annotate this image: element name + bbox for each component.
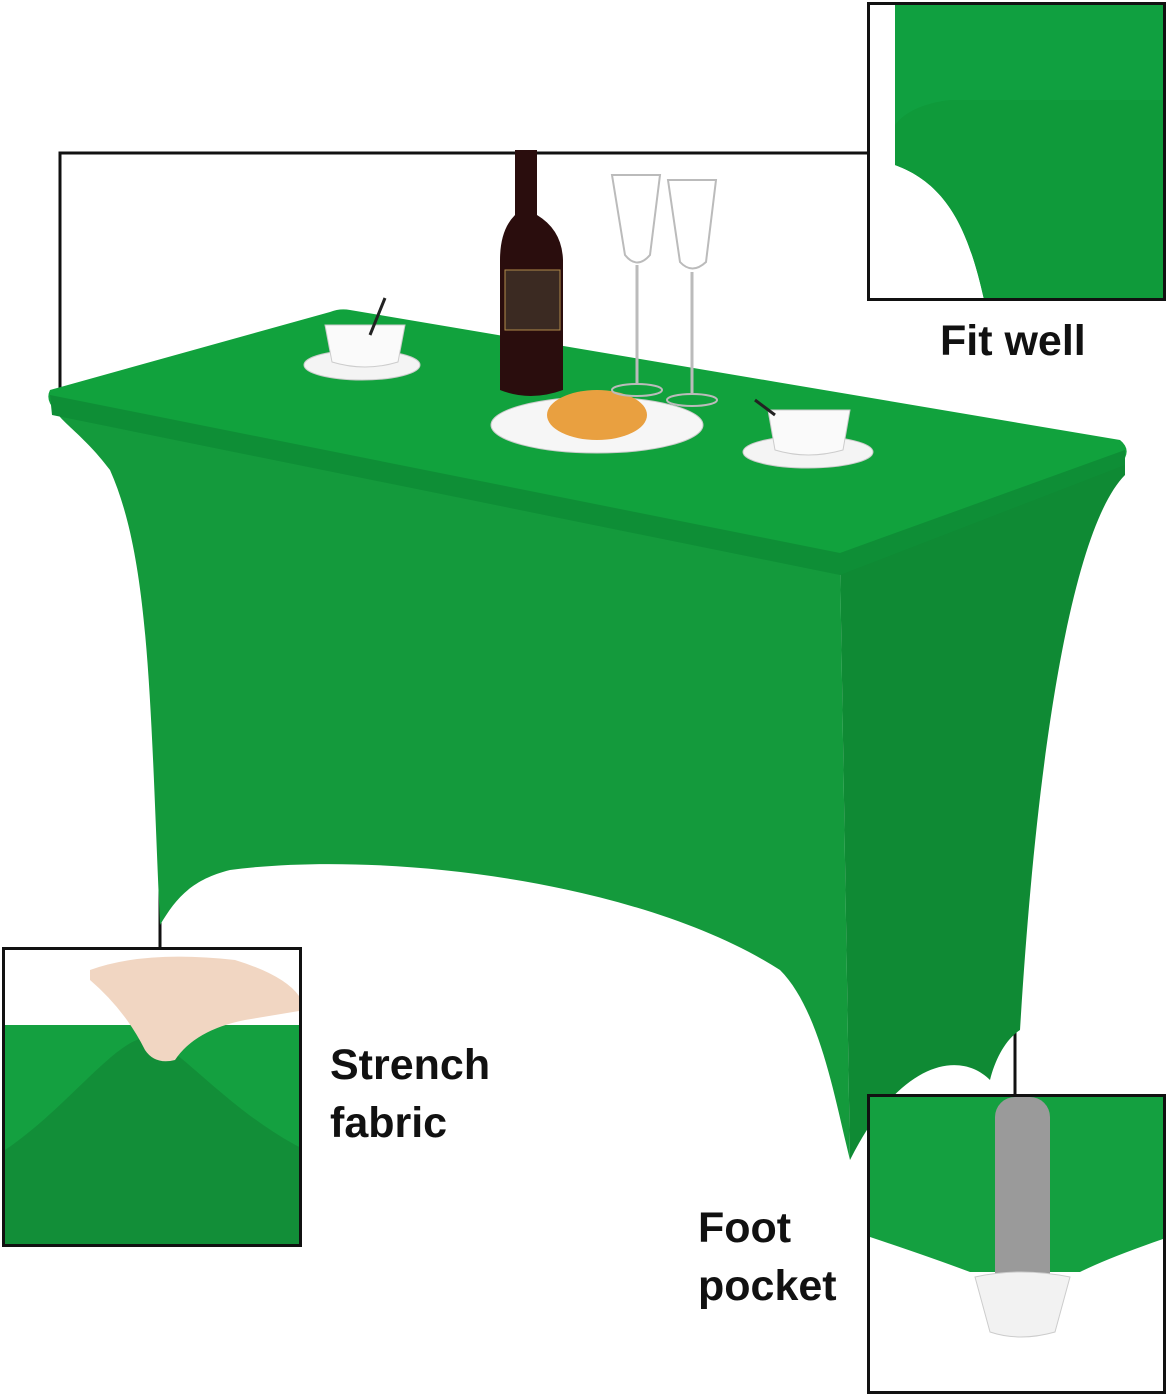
stretch-fabric-detail-image (2, 947, 302, 1247)
foot-pocket-line2: pocket (698, 1262, 837, 1310)
foot-pocket-line1: Foot (698, 1204, 792, 1252)
foot-pocket-detail-image (867, 1094, 1166, 1394)
tableware (303, 150, 874, 469)
stretch-fabric-line1: Strench (330, 1041, 491, 1089)
fit-well-label: Fit well (940, 317, 1086, 365)
cover-front-skirt (50, 400, 850, 1160)
foot-pocket-label: Foot pocket (698, 1199, 837, 1315)
stretch-fabric-label: Strench fabric (330, 1036, 490, 1152)
fit-well-detail-image (867, 2, 1166, 301)
cover-side-skirt (840, 455, 1125, 1160)
stretch-fabric-line2: fabric (330, 1099, 448, 1147)
